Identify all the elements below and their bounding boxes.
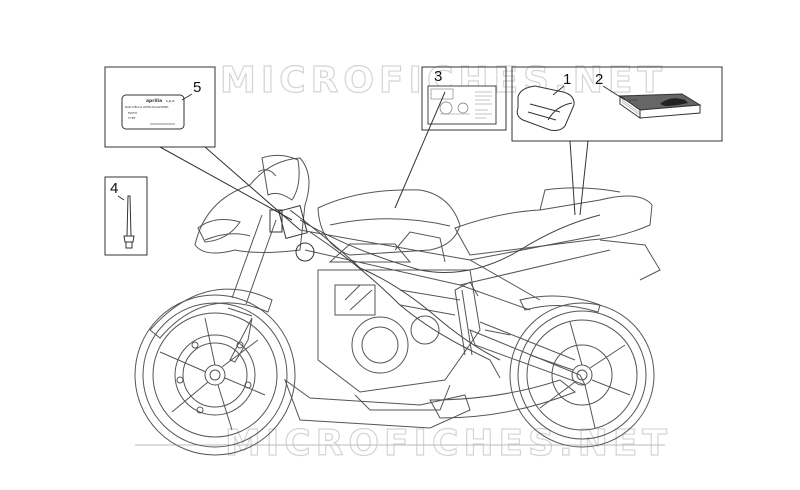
fuel-tank — [317, 189, 461, 256]
plate-line-2: RAD.DELLO OMOLOGAZIONE: — [125, 105, 169, 109]
leader-5a — [159, 146, 293, 221]
rear-wheel — [509, 302, 655, 448]
callout-box-4: 4 — [104, 176, 148, 256]
plate-line-3: MOTO — [128, 111, 138, 115]
plate-line-4: TYPE — [127, 116, 135, 120]
exhaust — [429, 379, 576, 419]
leader-3 — [394, 91, 446, 209]
callout-1: 1 — [563, 71, 571, 88]
leader-1 — [569, 140, 576, 216]
belly-pan — [283, 378, 471, 429]
motorcycle-drawing — [134, 154, 661, 456]
steering-head-plate — [269, 205, 315, 262]
identification-plate — [121, 94, 185, 130]
callout-box-5: aprilia s.p.a. RAD.DELLO OMOLOGAZIONE: M… — [104, 66, 301, 231]
callout-4: 4 — [110, 180, 118, 197]
front-fork — [227, 214, 277, 363]
tail-section — [454, 195, 653, 256]
callout-2: 2 — [595, 71, 603, 88]
owners-manual: aprilia — [618, 93, 702, 119]
document-pouch — [516, 85, 575, 131]
callout-5: 5 — [193, 79, 201, 96]
callout-box-3: 3 — [394, 66, 507, 209]
callout-box-1-2: aprilia 1 2 — [511, 66, 723, 216]
frame — [299, 229, 611, 311]
leader-2 — [579, 140, 589, 216]
cable-tie — [123, 195, 135, 249]
plate-suffix: s.p.a. — [166, 99, 176, 103]
front-fender — [149, 288, 273, 339]
leader-5b — [204, 146, 301, 231]
callout-3: 3 — [434, 68, 442, 85]
plate-brand: aprilia — [146, 98, 162, 104]
front-fairing — [194, 157, 310, 254]
watermark-bottom: MICROFICHES.NET — [225, 423, 672, 464]
front-wheel — [134, 294, 296, 456]
manual-cover-text: aprilia — [628, 98, 637, 102]
